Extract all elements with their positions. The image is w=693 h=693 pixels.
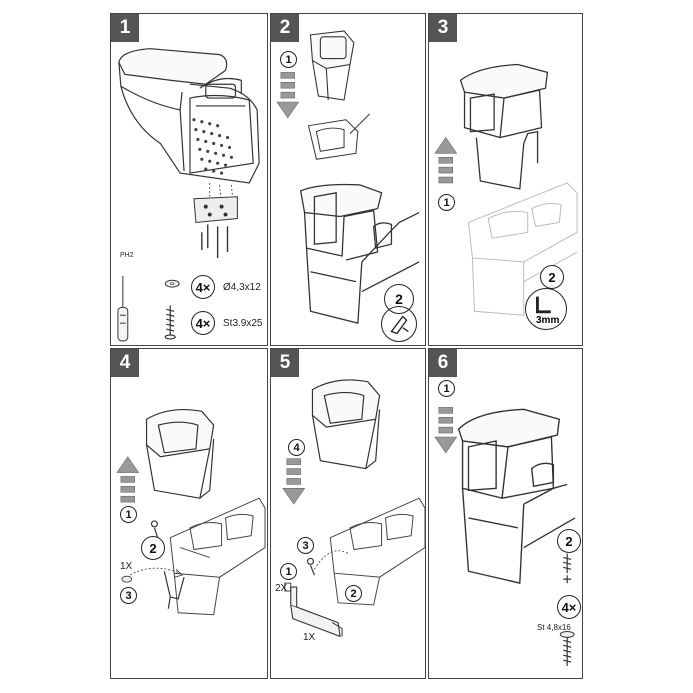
step-number-badge: 5 [271,349,299,377]
lower-bracket-quantity-label: 1X [303,632,316,643]
step-number-badge: 6 [429,349,457,377]
clip-release-icon [381,306,417,342]
panel-step-4: 4 [110,348,268,679]
bracket-fitting-illustration [282,379,425,638]
callout-step-circle: 2 [540,265,564,289]
screw-spec-label: St 4,8x16 [537,623,571,632]
armrest-mount-illustration [434,63,578,316]
armrest-exploded-illustration [117,48,260,342]
screw-quantity-circle: 4× [191,311,215,335]
screw-step-circle: 2 [141,536,165,560]
allen-wrench-callout: 3mm [525,288,567,330]
panel-step-1: 1 [110,13,268,346]
screw-step-circle: 2 [557,529,581,553]
step-number-badge: 2 [271,14,299,42]
arrow-step-circle: 1 [438,380,455,397]
arrow-step-circle: 4 [288,439,305,456]
arrow-step-circle: 1 [280,51,297,68]
bracket-step-circle: 1 [280,563,297,580]
screw-step-circle: 3 [297,537,314,554]
armrest-lift-off-illustration [276,30,420,324]
panel-step-2: 2 [270,13,426,346]
screw-quantity-circle: 4× [557,595,581,619]
screw-spec-label: St3.9x25 [223,318,263,329]
arrow-step-circle: 1 [120,506,137,523]
driver-type-label: PH2 [120,252,134,259]
panel-step-5: 5 [270,348,426,679]
bracket-quantity-label: 2X [275,583,288,594]
final-armrest-fitting-illustration [434,407,576,667]
step-number-badge: 1 [111,14,139,42]
washer-spec-label: Ø4,3x12 [223,282,261,293]
panel-step-6: 6 [428,348,583,679]
step-number-badge: 3 [429,14,457,42]
washer-quantity-circle: 4× [191,275,215,299]
clip-step-circle: 3 [120,587,137,604]
panel-step-3: 3 [428,13,583,346]
arrow-step-circle: 1 [438,194,455,211]
console-insert-removal-illustration [116,408,266,616]
step-number-badge: 4 [111,349,139,377]
clip-quantity-label: 1X [120,561,133,572]
connector-step-circle: 2 [345,585,362,602]
wrench-size-label: 3mm [536,315,560,326]
